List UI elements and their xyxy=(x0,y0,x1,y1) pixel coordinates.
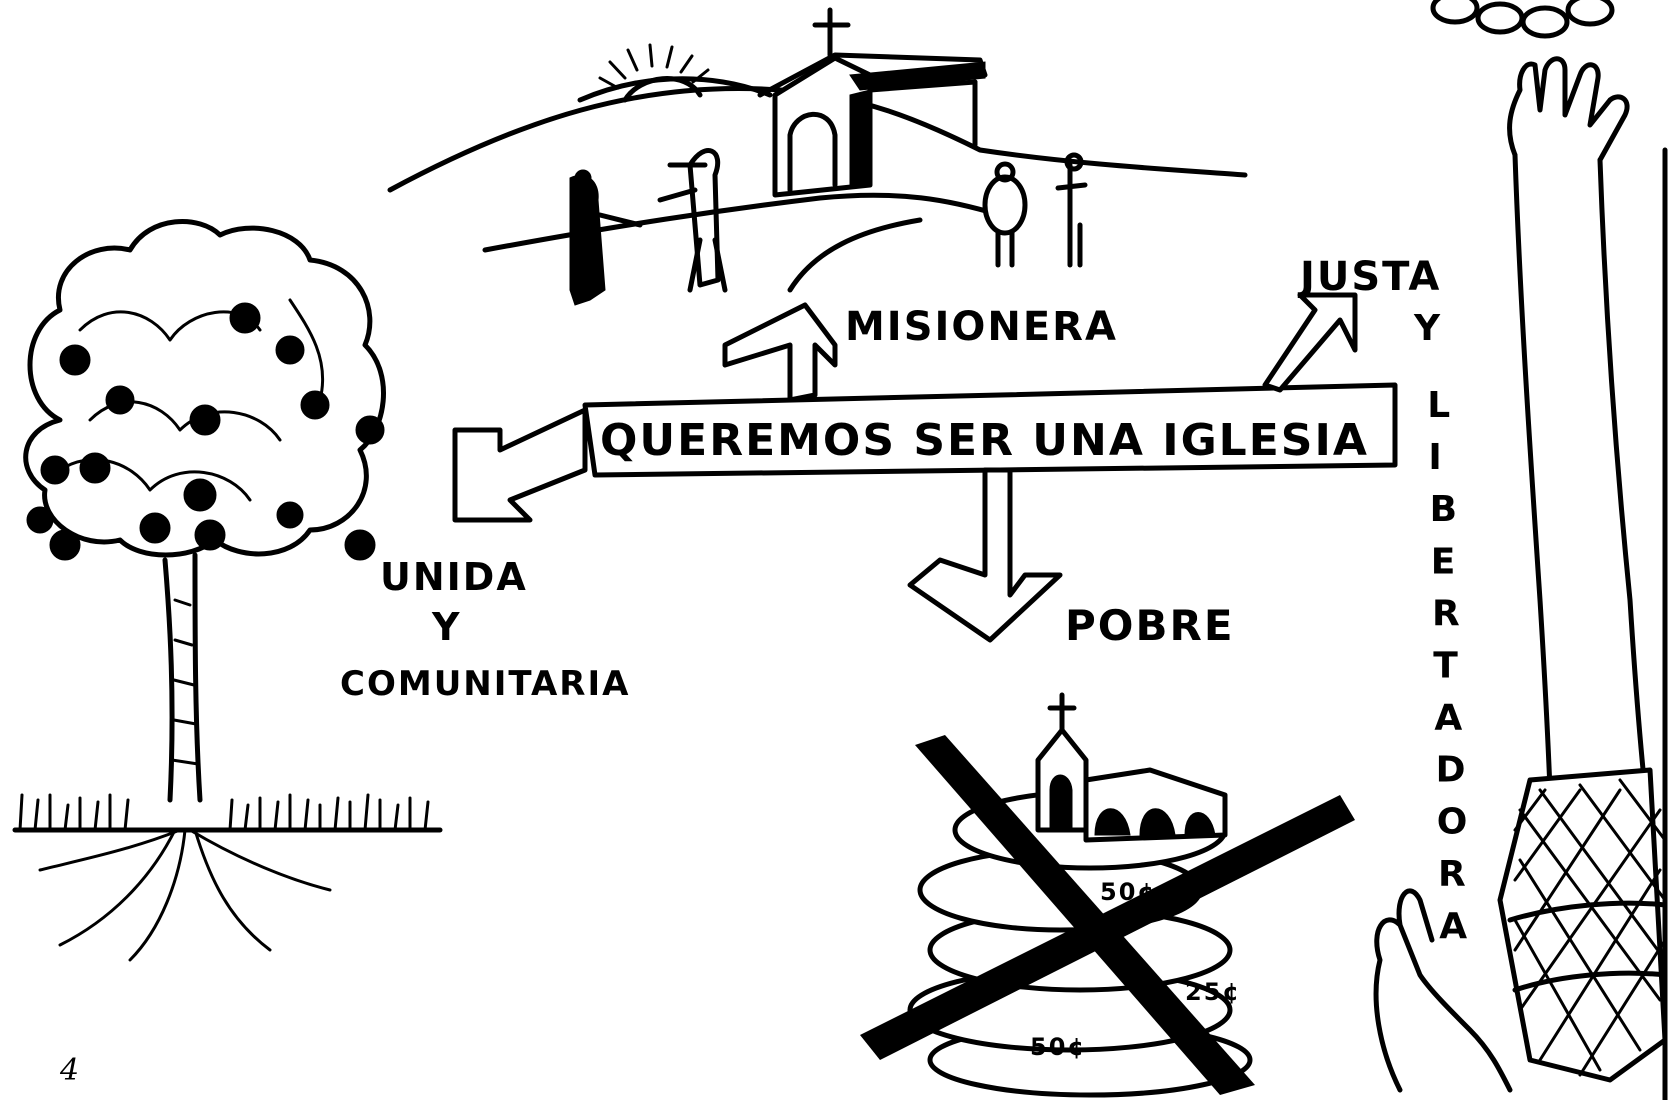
label-y-left: Y xyxy=(431,605,462,649)
vertical-letter: B xyxy=(1430,489,1459,530)
label-comunitaria: COMUNITARIA xyxy=(340,664,630,704)
vertical-letter: R xyxy=(1438,854,1468,895)
vertical-letter: A xyxy=(1434,698,1464,739)
vertical-letter: A xyxy=(1439,906,1469,947)
cross-out-x-icon xyxy=(860,735,1355,1095)
fruit-tree-icon xyxy=(12,219,443,962)
vertical-letter: D xyxy=(1436,750,1468,791)
arrow-up xyxy=(722,302,838,403)
vertical-letter: L xyxy=(1427,385,1452,426)
missionary-scene xyxy=(387,7,1248,306)
arrow-down xyxy=(907,467,1063,643)
people-greeting-icon xyxy=(569,148,728,306)
hill-front xyxy=(482,192,1003,253)
vertical-letter: T xyxy=(1433,645,1460,686)
vertical-letter: Y xyxy=(1413,308,1442,349)
raised-arm-icon xyxy=(1373,56,1668,1100)
vertical-letter: E xyxy=(1431,541,1458,582)
coin-label-3: 50¢ xyxy=(1030,1033,1086,1061)
label-misionera: MISIONERA xyxy=(845,304,1118,350)
center-label: QUEREMOS SER UNA IGLESIA xyxy=(600,415,1369,466)
vertical-letter: R xyxy=(1432,593,1462,634)
church-icon xyxy=(757,7,988,198)
central-banner xyxy=(452,292,1398,643)
path-line xyxy=(787,217,923,293)
sun-icon xyxy=(598,43,710,103)
people-talking-icon xyxy=(982,152,1088,268)
arrow-up-right xyxy=(1262,292,1358,393)
label-justa: JUSTA xyxy=(1297,254,1441,300)
label-unida: UNIDA xyxy=(380,555,528,599)
broken-chain-icon xyxy=(1430,0,1615,39)
coin-label-2: 25¢ xyxy=(1185,978,1241,1006)
arrow-left-down xyxy=(452,407,588,523)
vertical-letter: O xyxy=(1437,802,1470,843)
page-number: 4 xyxy=(59,1053,79,1088)
label-pobre: POBRE xyxy=(1065,601,1235,650)
vertical-letter: I xyxy=(1428,437,1443,478)
